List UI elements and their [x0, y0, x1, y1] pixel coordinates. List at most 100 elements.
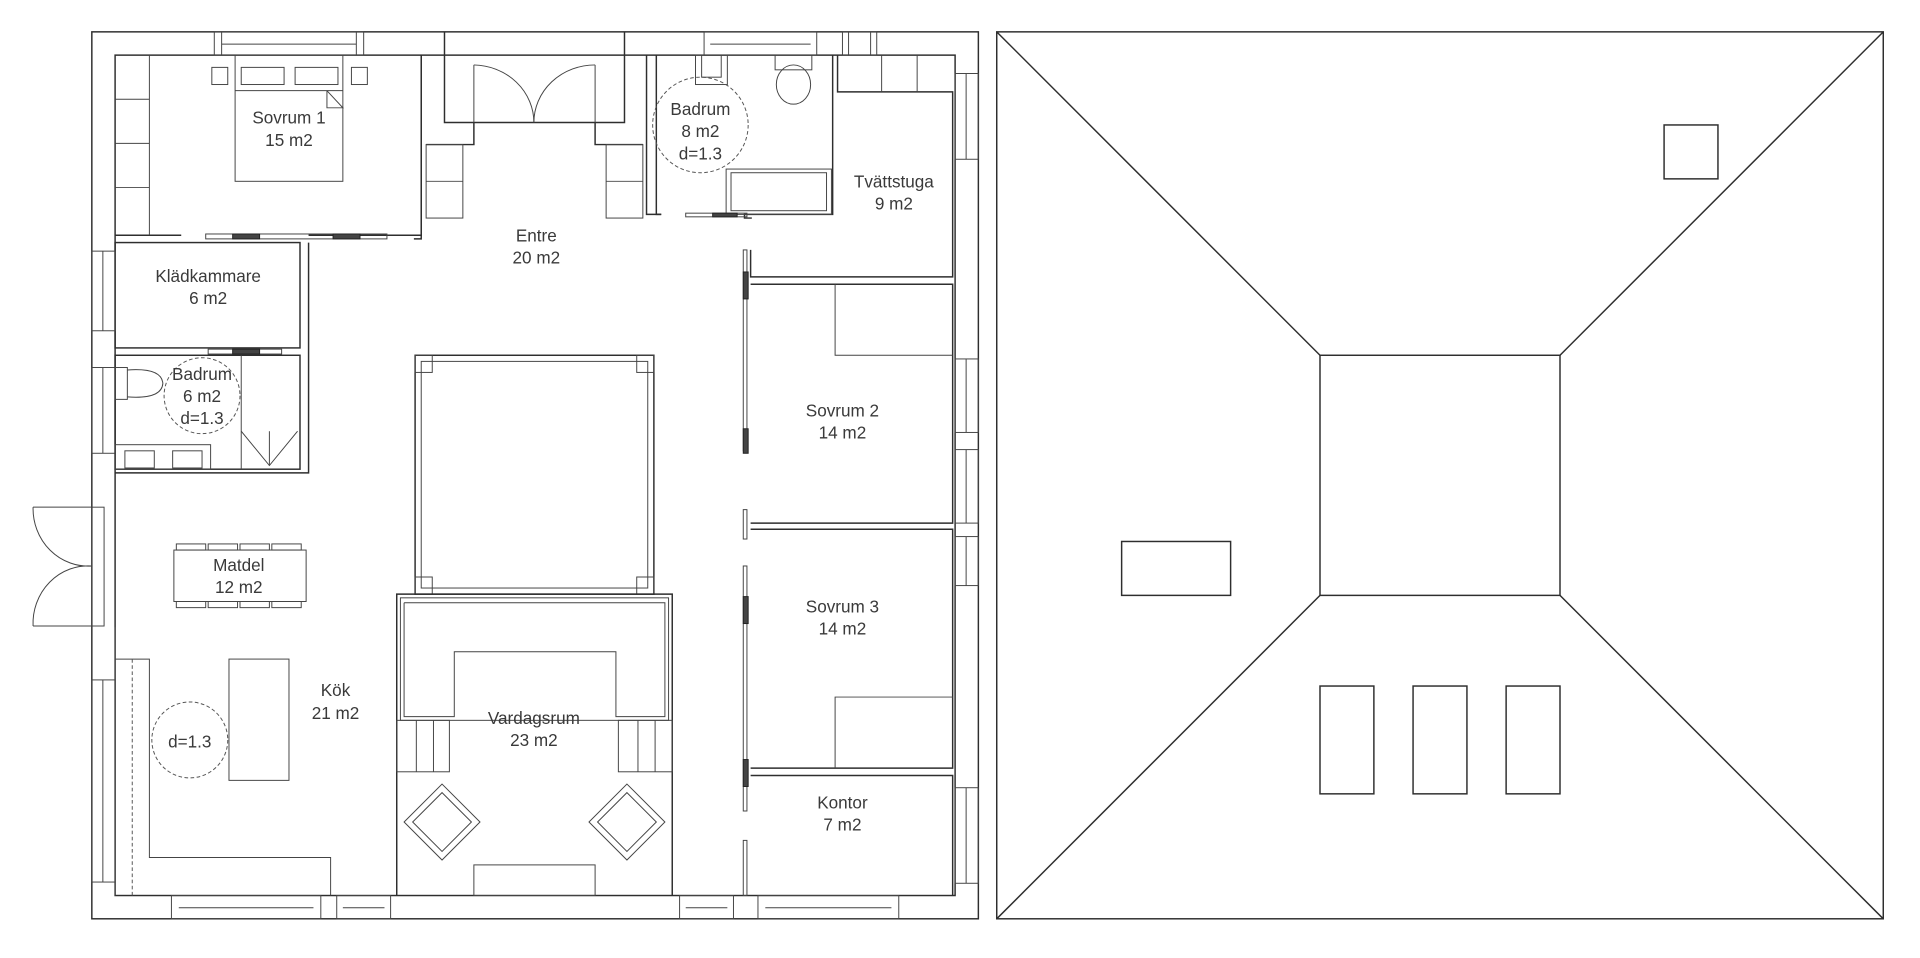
- turning-circle: [652, 76, 749, 174]
- nightstand-left: [211, 66, 229, 86]
- sliding-door-sovrum-2-top[interactable]: [742, 271, 749, 300]
- turning-circle: [151, 701, 229, 779]
- room-label-matdel: Matdel: [213, 555, 264, 575]
- room-area-badrum-small: 6 m2: [183, 386, 221, 406]
- room-matdel: Matdel 12 m2: [173, 543, 307, 609]
- kitchen-island: [228, 658, 290, 781]
- room-sovrum-3: Sovrum 3 14 m2: [750, 528, 954, 769]
- chimney: [1663, 124, 1719, 180]
- room-area-matdel: 12 m2: [215, 577, 263, 597]
- window-right-4: [954, 536, 979, 587]
- lounge-chair: [403, 783, 481, 861]
- wardrobe: [834, 284, 953, 356]
- tv-bench: [473, 864, 596, 897]
- sliding-door-kladkammare[interactable]: [207, 348, 283, 355]
- hip-line: [1559, 594, 1884, 920]
- room-area-badrum-large: 8 m2: [681, 121, 719, 141]
- sliding-door-kontor[interactable]: [742, 759, 749, 787]
- room-kontor: Kontor 7 m2: [750, 774, 954, 896]
- window-bottom-2: [336, 895, 392, 920]
- entrance-double-door[interactable]: [473, 64, 596, 123]
- window-left-2: [91, 367, 116, 454]
- room-label-entre: Entre: [516, 225, 557, 245]
- room-area-kok: 21 m2: [312, 703, 360, 723]
- window-bottom-3: [679, 895, 734, 920]
- room-badrum-large: Badrum 8 m2 d=1.3: [645, 54, 834, 219]
- atrium: [414, 354, 655, 595]
- entrance-vestibule: [413, 31, 662, 240]
- outer-wall: [91, 31, 980, 920]
- skylight: [1319, 685, 1375, 795]
- sliding-door-sovrum-1[interactable]: [205, 233, 388, 240]
- room-area-entre: 20 m2: [513, 247, 561, 267]
- sliding-door-badrum-large[interactable]: [685, 212, 748, 218]
- toilet-bowl: [127, 369, 164, 398]
- room-area-sovrum-2: 14 m2: [819, 423, 867, 443]
- window-bottom-4: [757, 895, 900, 920]
- skylight: [1412, 685, 1468, 795]
- sliding-door-sovrum-2-bottom[interactable]: [742, 428, 749, 454]
- turning-diameter: d=1.3: [679, 143, 722, 163]
- room-sovrum-1: Sovrum 1 15 m2: [115, 54, 422, 240]
- turning-diameter: d=1.3: [168, 731, 211, 751]
- turning-diameter: d=1.3: [180, 408, 223, 428]
- side-double-door[interactable]: [32, 506, 105, 627]
- room-label-kontor: Kontor: [817, 793, 868, 813]
- skylight: [1505, 685, 1561, 795]
- window-left-3: [91, 679, 116, 883]
- room-label-kladkammare: Klädkammare: [155, 266, 261, 286]
- toilet-tank: [114, 367, 128, 400]
- vanity: [114, 444, 212, 470]
- armchair: [617, 719, 673, 773]
- window-top-3: [841, 31, 878, 56]
- room-tvattstuga: Tvättstuga 9 m2: [749, 55, 954, 278]
- floor-plan: Sovrum 1 15 m2 Badrum 8 m2 d=1.3: [32, 31, 980, 920]
- room-label-sovrum-1: Sovrum 1: [252, 108, 325, 128]
- sink: [695, 54, 728, 86]
- roof-outline: [996, 31, 1884, 920]
- window-left-1: [91, 250, 116, 332]
- room-label-tvattstuga: Tvättstuga: [854, 171, 934, 191]
- turning-circle: [163, 357, 241, 435]
- window-right-1: [954, 73, 979, 160]
- hip-line: [996, 594, 1321, 920]
- room-label-vardagsrum: Vardagsrum: [488, 708, 580, 728]
- hip-line: [996, 31, 1321, 356]
- window-right-3: [954, 449, 979, 524]
- room-label-kok: Kök: [321, 680, 351, 700]
- double-bed: [234, 54, 344, 182]
- room-area-kladkammare: 6 m2: [189, 288, 227, 308]
- room-area-vardagsrum: 23 m2: [510, 730, 558, 750]
- room-vardagsrum: Vardagsrum 23 m2: [396, 593, 673, 897]
- window-right-5: [954, 787, 979, 884]
- room-badrum-small: Badrum 6 m2 d=1.3: [114, 354, 301, 470]
- room-area-tvattstuga: 9 m2: [875, 193, 913, 213]
- room-label-badrum-large: Badrum: [670, 99, 730, 119]
- room-area-sovrum-1: 15 m2: [265, 130, 313, 150]
- window-top-2: [703, 31, 818, 56]
- toilet-tank: [774, 54, 813, 71]
- armchair: [396, 719, 450, 773]
- room-area-kontor: 7 m2: [823, 815, 861, 835]
- nightstand-right: [350, 66, 368, 86]
- room-sovrum-2: Sovrum 2 14 m2: [750, 283, 954, 524]
- room-area-sovrum-3: 14 m2: [819, 619, 867, 639]
- toilet-bowl: [775, 64, 812, 105]
- roof-atrium-opening: [1319, 354, 1561, 597]
- window-bottom-1: [170, 895, 322, 920]
- lounge-chair: [588, 783, 666, 861]
- skylight: [1120, 540, 1232, 597]
- hip-line: [1559, 31, 1884, 356]
- room-kok: d=1.3 Kök 21 m2: [114, 627, 360, 896]
- room-label-sovrum-3: Sovrum 3: [806, 597, 879, 617]
- room-label-sovrum-2: Sovrum 2: [806, 401, 879, 421]
- room-kladkammare: Klädkammare 6 m2: [114, 241, 310, 474]
- room-label-badrum-small: Badrum: [172, 364, 232, 384]
- bathtub: [725, 168, 832, 215]
- sliding-door-sovrum-3[interactable]: [742, 596, 749, 625]
- wardrobe: [834, 696, 953, 769]
- corridor-wall-right: [742, 249, 749, 897]
- window-right-2: [954, 358, 979, 433]
- roof-plan: [996, 31, 1884, 920]
